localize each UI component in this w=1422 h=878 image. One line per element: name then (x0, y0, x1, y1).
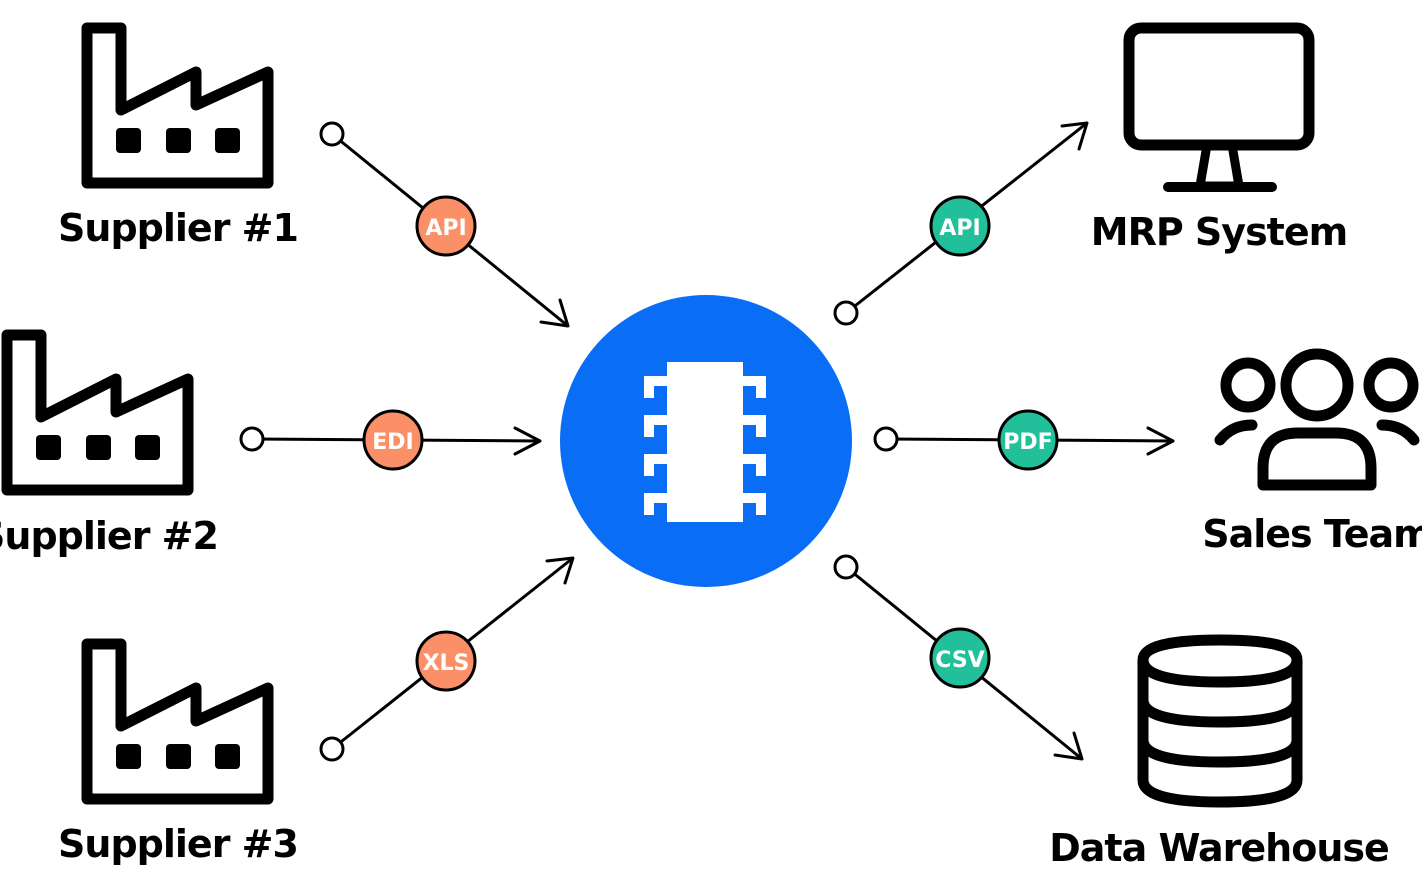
badge-data-warehouse: CSV (929, 627, 991, 689)
badge-data-warehouse-text: CSV (935, 648, 984, 673)
users-icon (1214, 348, 1420, 491)
integration-hub (560, 295, 852, 587)
badge-supplier-2-text: EDI (372, 430, 413, 455)
mrp-system-label: MRP System (1090, 210, 1348, 254)
data-warehouse-label: Data Warehouse (1049, 826, 1390, 870)
monitor-icon (1123, 22, 1315, 192)
badge-supplier-2: EDI (362, 409, 424, 471)
badge-supplier-1: API (415, 195, 477, 257)
badge-mrp-system: API (929, 195, 991, 257)
supplier-2-factory-icon (7, 335, 188, 490)
supplier-2-label: Supplier #2 (0, 514, 219, 558)
sales-team-label: Sales Team (1202, 512, 1422, 556)
badge-supplier-3-text: XLS (423, 651, 470, 676)
supplier-1-label: Supplier #1 (58, 206, 299, 250)
supplier-3-factory-icon (87, 644, 268, 799)
badge-mrp-system-text: API (939, 216, 980, 241)
chip-icon (644, 362, 766, 522)
badge-sales-team-text: PDF (1003, 430, 1052, 455)
supplier-1-factory-icon (87, 28, 268, 183)
database-icon (1137, 634, 1303, 808)
supplier-3-label: Supplier #3 (58, 822, 299, 866)
badge-supplier-3: XLS (415, 630, 477, 692)
badge-sales-team: PDF (997, 409, 1059, 471)
badge-supplier-1-text: API (425, 216, 466, 241)
